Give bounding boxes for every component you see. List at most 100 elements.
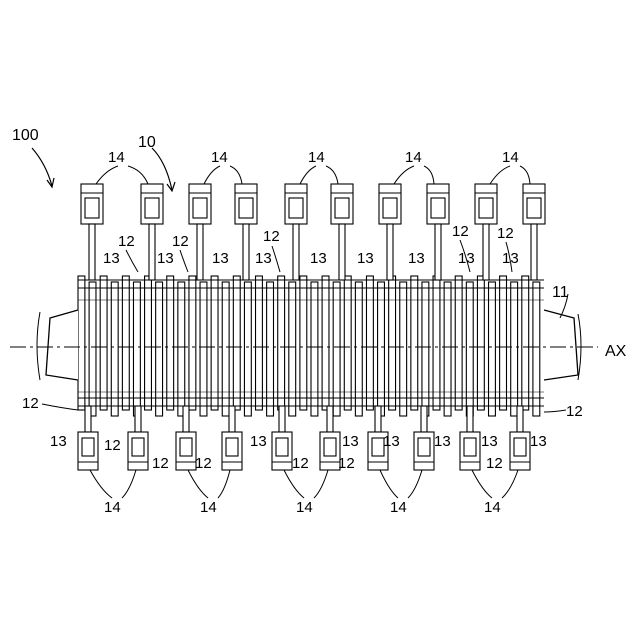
upper-rod <box>531 224 537 280</box>
ref-13-bot-6: 13 <box>481 433 498 450</box>
ref-12-top-2: 12 <box>172 233 189 250</box>
stacked-plate <box>222 282 229 416</box>
ref-13-bot-4: 13 <box>383 433 400 450</box>
ref-13-bot-3: 13 <box>342 433 359 450</box>
stacked-plate <box>333 282 340 416</box>
stacked-plate <box>256 276 263 410</box>
ref-13-top-6: 13 <box>357 250 374 267</box>
ref-14-bot-3: 14 <box>296 499 313 516</box>
stacked-plate <box>111 282 118 416</box>
ref-10: 10 <box>138 134 156 151</box>
stacked-plate <box>78 276 85 410</box>
lower-terminal-window <box>226 438 238 456</box>
lower-terminal-window <box>132 438 144 456</box>
ref-14-bot-1: 14 <box>104 499 121 516</box>
leader-short <box>544 410 566 412</box>
ref-12-bot-1: 12 <box>104 437 121 454</box>
leader-14-bot <box>502 470 518 498</box>
stacked-plate <box>433 276 440 410</box>
ref-13-top-4: 13 <box>255 250 272 267</box>
lower-rod <box>467 406 473 432</box>
ref-14-top-1: 14 <box>108 149 125 166</box>
ref-12-bot-3: 12 <box>195 455 212 472</box>
ref-11: 11 <box>552 284 569 301</box>
ref-14-top-4: 14 <box>405 149 422 166</box>
ref-12-top-4: 12 <box>452 223 469 240</box>
stacked-plate <box>322 276 329 410</box>
stacked-plate <box>511 282 518 416</box>
ref-13-top-8: 13 <box>458 250 475 267</box>
stacked-plate <box>389 276 396 410</box>
ref-12-left: 12 <box>22 395 39 412</box>
lower-terminal-window <box>82 438 94 456</box>
upper-terminal-window <box>335 198 349 218</box>
lower-rod <box>421 406 427 432</box>
ref-13-bot-2: 13 <box>250 433 267 450</box>
upper-rod <box>243 224 249 280</box>
ref-13-top-1: 13 <box>103 250 120 267</box>
stacked-plate <box>489 282 496 416</box>
leader-14-top <box>394 166 414 184</box>
ref-12-bot-2: 12 <box>152 455 169 472</box>
stacked-plate <box>211 276 218 410</box>
lower-terminal-window <box>418 438 430 456</box>
ref-13-top-5: 13 <box>310 250 327 267</box>
upper-rod <box>339 224 345 280</box>
upper-terminal-window <box>479 198 493 218</box>
stacked-plate <box>89 282 96 416</box>
ref-13-bot-5: 13 <box>434 433 451 450</box>
upper-terminal-window <box>431 198 445 218</box>
stacked-plate <box>233 276 240 410</box>
reference-arrow-100 <box>32 148 54 187</box>
leader-14-top <box>520 166 530 184</box>
stacked-plate <box>244 282 251 416</box>
stacked-plate <box>400 282 407 416</box>
leader-14-top <box>424 166 434 184</box>
lower-rod <box>279 406 285 432</box>
leader-14-bot <box>90 470 112 498</box>
leader-14-top <box>128 166 148 184</box>
leader-14-bot <box>122 470 136 498</box>
leader-14-bot <box>218 470 230 498</box>
stacked-plate <box>366 276 373 410</box>
ref-14-bot-4: 14 <box>390 499 407 516</box>
leader-14-bot <box>472 470 492 498</box>
ref-14-top-2: 14 <box>211 149 228 166</box>
upper-rod <box>483 224 489 280</box>
plate-stack <box>78 276 544 416</box>
ref-100: 100 <box>12 127 39 144</box>
lower-rod <box>85 406 91 432</box>
ref-13-bot-7: 13 <box>530 433 547 450</box>
upper-terminal-window <box>193 198 207 218</box>
lower-rod <box>183 406 189 432</box>
lower-rod <box>517 406 523 432</box>
stacked-plate <box>522 276 529 410</box>
lower-terminal-window <box>464 438 476 456</box>
upper-rod <box>89 224 95 280</box>
lower-terminal-window <box>276 438 288 456</box>
stacked-plate <box>100 276 107 410</box>
lower-terminal-window <box>180 438 192 456</box>
ref-12-bot-5: 12 <box>338 455 355 472</box>
ref-12-right: 12 <box>566 403 583 420</box>
leader-short <box>42 404 78 410</box>
lower-terminal-window <box>514 438 526 456</box>
ref-13-top-9: 13 <box>502 250 519 267</box>
stacked-plate <box>311 282 318 416</box>
leader-14-top <box>230 166 242 184</box>
left-shaft <box>37 310 78 380</box>
upper-terminal-window <box>239 198 253 218</box>
stacked-plate <box>477 276 484 410</box>
ref-13-bot-1: 13 <box>50 433 67 450</box>
upper-rod <box>387 224 393 280</box>
leader-14-top <box>300 166 316 184</box>
ref-12-bot-6: 12 <box>486 455 503 472</box>
upper-rod <box>293 224 299 280</box>
ref-ax: AX <box>605 343 627 360</box>
ref-12-top-3: 12 <box>263 228 280 245</box>
stacked-plate <box>378 282 385 416</box>
stacked-plate <box>122 276 129 410</box>
stacked-plate <box>422 282 429 416</box>
leader-14-top <box>96 166 118 184</box>
